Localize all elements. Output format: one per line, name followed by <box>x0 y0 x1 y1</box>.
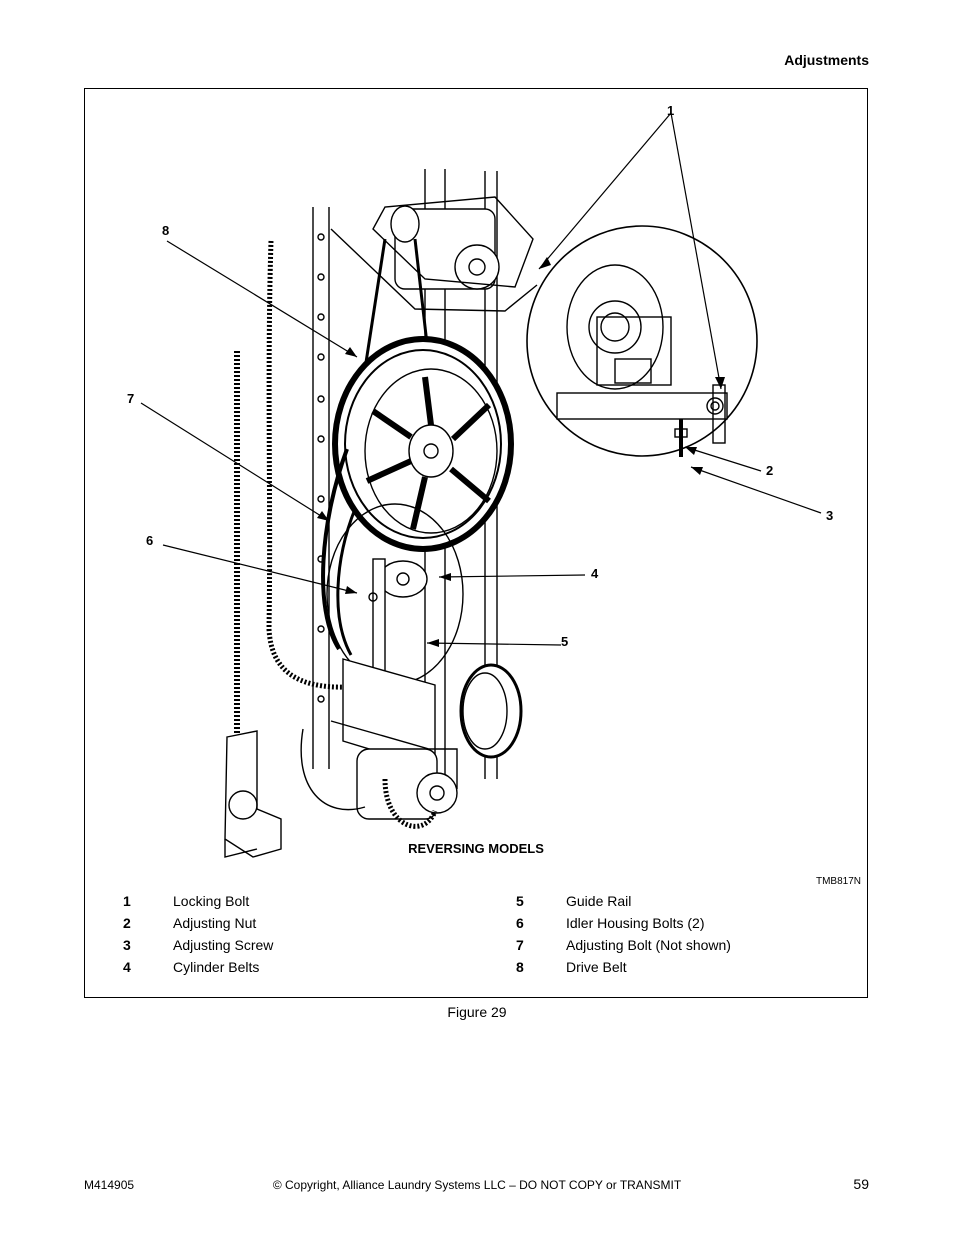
legend-label: Idler Housing Bolts (2) <box>566 915 705 931</box>
callout-4: 4 <box>591 566 599 581</box>
legend-number: 2 <box>123 915 131 931</box>
legend-label: Cylinder Belts <box>173 959 260 975</box>
figure-caption: REVERSING MODELS <box>408 841 544 856</box>
legend-number: 4 <box>123 959 131 975</box>
figure-number: Figure 29 <box>447 1004 507 1020</box>
callout-5: 5 <box>561 634 569 649</box>
legend-label: Adjusting Screw <box>173 937 274 953</box>
legend-label: Locking Bolt <box>173 893 250 909</box>
callout-2: 2 <box>766 463 774 478</box>
legend-number: 3 <box>123 937 131 953</box>
legend-label: Guide Rail <box>566 893 632 909</box>
legend-label: Adjusting Bolt (Not shown) <box>566 937 731 953</box>
callout-3: 3 <box>826 508 834 523</box>
callout-6: 6 <box>146 533 154 548</box>
legend-number: 7 <box>516 937 524 953</box>
reversing-model-illustration <box>140 112 822 858</box>
callout-8: 8 <box>162 223 170 238</box>
copyright-notice: © Copyright, Alliance Laundry Systems LL… <box>272 1178 682 1192</box>
callout-1: 1 <box>667 103 675 118</box>
legend-number: 6 <box>516 915 524 931</box>
section-title: Adjustments <box>784 52 869 68</box>
page-number: 59 <box>853 1176 869 1192</box>
figure-code: TMB817N <box>815 876 861 887</box>
legend-number: 1 <box>123 893 131 909</box>
legend-number: 8 <box>516 959 524 975</box>
figure-frame: 1 2 3 4 5 6 7 8 REVERSING MODELS TMB817N… <box>84 88 868 998</box>
legend-label: Adjusting Nut <box>173 915 257 931</box>
legend-label: Drive Belt <box>566 959 627 975</box>
callout-7: 7 <box>127 391 135 406</box>
legend-number: 5 <box>516 893 524 909</box>
document-id: M414905 <box>84 1178 135 1192</box>
